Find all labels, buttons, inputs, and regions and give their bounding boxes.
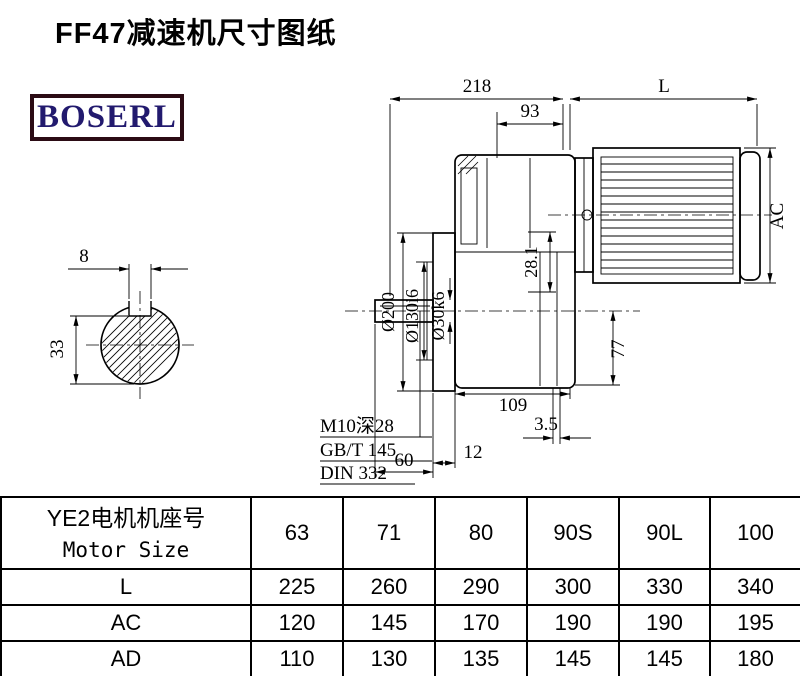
note-din: DIN 332 — [320, 463, 387, 484]
table-row-L: L 225 260 290 300 330 340 — [0, 568, 800, 606]
ac-dimension: AC — [744, 147, 788, 284]
note-m10: M10深28 — [320, 415, 394, 437]
dim-12: 12 — [464, 442, 483, 463]
dim-d130: Ø130i6 — [402, 289, 422, 343]
dim-AC: AC — [767, 203, 788, 229]
drawing-area: FF47减速机尺寸图纸 BOSERL — [30, 18, 788, 485]
dim-60-12-group: 60 12 — [374, 324, 483, 478]
dim-77: 77 — [608, 340, 629, 359]
motor — [548, 147, 772, 284]
table-cell: 225 — [250, 568, 344, 606]
col-header: 90L — [618, 496, 711, 570]
table-header-row: YE2电机机座号 Motor Size 63 71 80 90S 90L 100 — [0, 496, 800, 570]
reducer-side-view: 218 L 93 AC 28.1 — [320, 76, 788, 485]
dim-28-1-group: 28.1 — [521, 231, 556, 293]
dim-33: 33 — [47, 340, 68, 359]
dim-8: 8 — [79, 246, 89, 267]
diameter-dimensions: Ø200 Ø130i6 Ø30k6 — [378, 232, 453, 392]
dim-3-5-group: 3.5 — [523, 388, 591, 444]
top-dimensions: 218 L 93 — [389, 76, 758, 296]
dim-3-5: 3.5 — [534, 414, 558, 435]
table-cell: 190 — [526, 604, 620, 642]
shaft-end-notes: M10深28 GB/T 145 DIN 332 — [320, 311, 432, 485]
technical-drawing: 8 33 — [47, 76, 788, 485]
page-title: FF47减速机尺寸图纸 — [55, 18, 337, 50]
dim-d30: Ø30k6 — [428, 292, 448, 341]
dim-60: 60 — [395, 450, 414, 471]
table-row-AD: AD 110 130 135 145 145 180 — [0, 640, 800, 676]
table-cell: 290 — [434, 568, 528, 606]
table-cell: 130 — [342, 640, 436, 676]
boserl-logo: BOSERL — [30, 94, 184, 141]
dim-28-1: 28.1 — [521, 246, 541, 278]
table-cell: 135 — [434, 640, 528, 676]
col-header: 100 — [709, 496, 800, 570]
table-cell: 170 — [434, 604, 528, 642]
shaft-section-view: 8 33 — [47, 246, 194, 399]
row-label: L — [0, 568, 252, 606]
motor-size-label-en: Motor Size — [62, 538, 190, 562]
dim-93: 93 — [521, 101, 540, 122]
gearbox-housing — [454, 154, 576, 389]
dimension-table: YE2电机机座号 Motor Size 63 71 80 90S 90L 100… — [0, 496, 800, 676]
table-cell: 195 — [709, 604, 800, 642]
table-header-motor-size: YE2电机机座号 Motor Size — [0, 496, 252, 570]
table-cell: 260 — [342, 568, 436, 606]
table-cell: 340 — [709, 568, 800, 606]
table-cell: 145 — [342, 604, 436, 642]
col-header: 80 — [434, 496, 528, 570]
row-label: AC — [0, 604, 252, 642]
col-header: 71 — [342, 496, 436, 570]
note-gbt: GB/T 145 — [320, 440, 396, 461]
table-cell: 120 — [250, 604, 344, 642]
dim-d200: Ø200 — [378, 292, 398, 332]
table-cell: 145 — [526, 640, 620, 676]
dim-218: 218 — [463, 76, 492, 97]
table-cell: 180 — [709, 640, 800, 676]
dim-109: 109 — [499, 395, 528, 416]
table-cell: 110 — [250, 640, 344, 676]
dim-77-group: 77 — [575, 311, 629, 386]
table-cell: 145 — [618, 640, 711, 676]
table-cell: 300 — [526, 568, 620, 606]
dim-L: L — [658, 76, 670, 97]
col-header: 90S — [526, 496, 620, 570]
table-row-AC: AC 120 145 170 190 190 195 — [0, 604, 800, 642]
table-cell: 330 — [618, 568, 711, 606]
dim-109-group: 109 — [454, 388, 571, 468]
row-label: AD — [0, 640, 252, 676]
col-header: 63 — [250, 496, 344, 570]
motor-size-label-cn: YE2电机机座号 — [46, 505, 206, 531]
table-cell: 190 — [618, 604, 711, 642]
